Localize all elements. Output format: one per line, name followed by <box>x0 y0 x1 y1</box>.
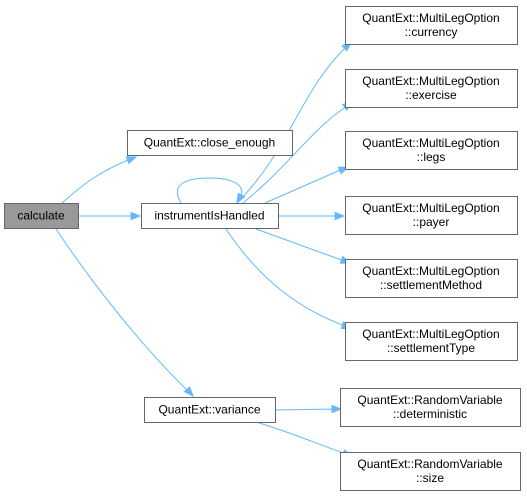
node-close_enough-label-0: QuantExt::close_enough <box>144 136 275 150</box>
edge-instrumentIsHandled-to-legs <box>264 166 350 204</box>
node-exercise-label-0: QuantExt::MultiLegOption <box>362 74 499 88</box>
node-legs-label-1: ::legs <box>417 150 446 164</box>
node-payer-box <box>345 196 518 235</box>
node-instrumentIsHandled[interactable]: instrumentIsHandled <box>141 203 279 229</box>
edge-instrumentIsHandled-to-instrumentIsHandled-line <box>176 177 242 204</box>
node-size-label-0: QuantExt::RandomVariable <box>357 457 503 471</box>
edge-instrumentIsHandled-to-legs-line <box>264 167 346 204</box>
edge-calculate-to-close_enough-arrowhead <box>125 156 138 165</box>
node-size[interactable]: QuantExt::RandomVariable::size <box>340 452 521 491</box>
node-exercise-label-1: ::exercise <box>405 88 457 102</box>
edge-instrumentIsHandled-to-payer-arrowhead <box>334 211 346 221</box>
node-payer[interactable]: QuantExt::MultiLegOption::payer <box>345 196 518 235</box>
node-currency-label-0: QuantExt::MultiLegOption <box>362 11 499 25</box>
node-close_enough-box <box>127 130 293 156</box>
node-settlementMethod-label-1: ::settlementMethod <box>380 278 482 292</box>
edge-variance-to-size-line <box>255 421 350 456</box>
node-deterministic-label-0: QuantExt::RandomVariable <box>357 393 503 407</box>
node-settlementType[interactable]: QuantExt::MultiLegOption::settlementType <box>345 322 518 361</box>
edge-instrumentIsHandled-to-settlementMethod <box>255 228 352 264</box>
node-exercise[interactable]: QuantExt::MultiLegOption::exercise <box>345 69 518 108</box>
nodes-layer: calculate QuantExt::close_enoughinstrumen… <box>4 6 521 491</box>
node-settlementMethod-box <box>345 259 518 298</box>
node-currency-label-1: ::currency <box>405 25 458 39</box>
node-calculate-label-0: calculate <box>17 209 65 223</box>
edge-calculate-to-instrumentIsHandled-arrowhead <box>130 211 142 221</box>
node-settlementType-label-0: QuantExt::MultiLegOption <box>362 327 499 341</box>
edge-instrumentIsHandled-to-settlementType-line <box>225 228 349 328</box>
node-variance-label-0: QuantExt::variance <box>158 403 260 417</box>
node-variance[interactable]: QuantExt::variance <box>144 397 276 423</box>
node-deterministic-box <box>340 388 521 427</box>
node-calculate-box <box>4 203 79 229</box>
node-payer-label-1: ::payer <box>413 215 450 229</box>
edge-variance-to-deterministic-line <box>274 408 339 411</box>
node-size-box <box>340 452 521 491</box>
node-exercise-box <box>345 69 518 108</box>
edges-layer <box>55 41 354 458</box>
edge-calculate-to-close_enough <box>61 156 138 204</box>
node-settlementType-label-1: ::settlementType <box>387 341 475 355</box>
edge-instrumentIsHandled-to-payer <box>278 211 346 221</box>
node-settlementMethod[interactable]: QuantExt::MultiLegOption::settlementMeth… <box>345 259 518 298</box>
node-settlementType-box <box>345 322 518 361</box>
edge-variance-to-size <box>255 421 354 458</box>
node-legs-label-0: QuantExt::MultiLegOption <box>362 136 499 150</box>
node-close_enough[interactable]: QuantExt::close_enough <box>127 130 293 156</box>
node-settlementMethod-label-0: QuantExt::MultiLegOption <box>362 264 499 278</box>
edge-instrumentIsHandled-to-settlementType <box>225 228 353 330</box>
edge-calculate-to-instrumentIsHandled <box>78 211 142 221</box>
edge-variance-to-deterministic-arrowhead <box>331 404 343 414</box>
edge-calculate-to-variance <box>55 228 194 398</box>
node-size-label-1: ::size <box>416 471 444 485</box>
node-currency[interactable]: QuantExt::MultiLegOption::currency <box>345 6 518 45</box>
edge-instrumentIsHandled-to-exercise-line <box>242 103 351 204</box>
edge-calculate-to-variance-arrowhead <box>183 386 194 398</box>
node-currency-box <box>345 6 518 45</box>
edge-calculate-to-variance-line <box>55 228 192 395</box>
node-deterministic-label-1: ::deterministic <box>393 407 467 421</box>
node-legs[interactable]: QuantExt::MultiLegOption::legs <box>345 131 518 170</box>
node-calculate[interactable]: calculate <box>4 203 79 229</box>
node-deterministic[interactable]: QuantExt::RandomVariable::deterministic <box>340 388 521 427</box>
edge-calculate-to-close_enough-line <box>61 156 137 204</box>
edge-instrumentIsHandled-to-instrumentIsHandled <box>176 177 246 205</box>
node-legs-box <box>345 131 518 170</box>
node-variance-box <box>144 397 276 423</box>
edge-instrumentIsHandled-to-currency <box>236 41 352 204</box>
edge-variance-to-deterministic <box>274 404 343 414</box>
edge-instrumentIsHandled-to-settlementMethod-line <box>255 228 348 263</box>
node-instrumentIsHandled-box <box>141 203 279 229</box>
node-payer-label-0: QuantExt::MultiLegOption <box>362 201 499 215</box>
edge-instrumentIsHandled-to-currency-line <box>236 43 350 204</box>
node-instrumentIsHandled-label-0: instrumentIsHandled <box>154 209 264 223</box>
